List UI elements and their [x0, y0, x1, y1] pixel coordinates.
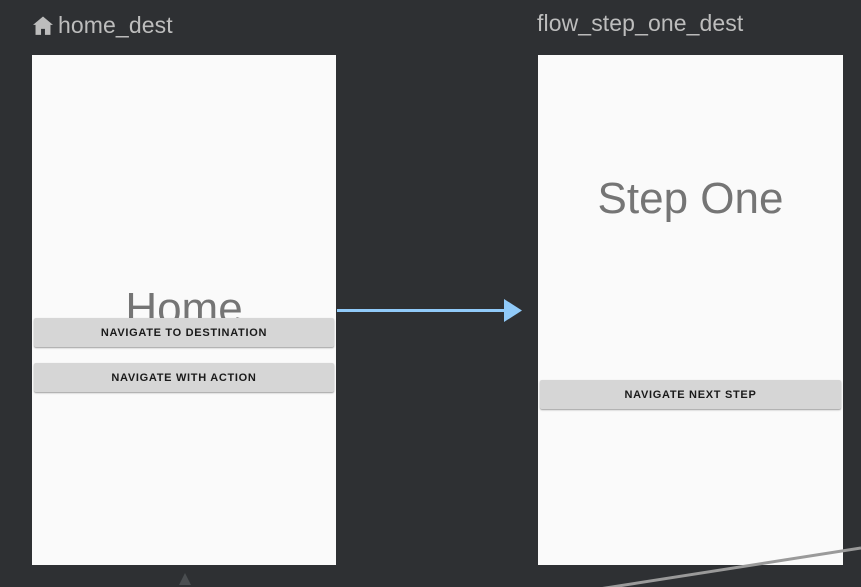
node-title-label: home_dest	[58, 11, 173, 38]
button-navigate-to-destination[interactable]: NAVIGATE TO DESTINATION	[34, 318, 334, 347]
stray-edge-arrowhead-bottom	[179, 573, 191, 585]
node-title-flow-step-one-dest: flow_step_one_dest	[537, 12, 743, 35]
node-title-label: flow_step_one_dest	[537, 10, 744, 36]
screen-label-step-one: Step One	[597, 174, 784, 223]
connector-home-to-step-one	[337, 299, 522, 322]
node-preview-flow-step-one-dest[interactable]: Step One NAVIGATE NEXT STEP	[538, 55, 843, 565]
button-navigate-with-action[interactable]: NAVIGATE WITH ACTION	[34, 363, 334, 392]
node-title-home-dest: home_dest	[30, 12, 173, 38]
home-icon	[30, 13, 56, 39]
node-screen-flow-step-one: Step One NAVIGATE NEXT STEP	[538, 55, 843, 565]
node-screen-home: Home NAVIGATE TO DESTINATION NAVIGATE WI…	[32, 55, 336, 565]
node-preview-home-dest[interactable]: Home NAVIGATE TO DESTINATION NAVIGATE WI…	[32, 55, 336, 565]
button-navigate-next-step[interactable]: NAVIGATE NEXT STEP	[540, 380, 841, 409]
